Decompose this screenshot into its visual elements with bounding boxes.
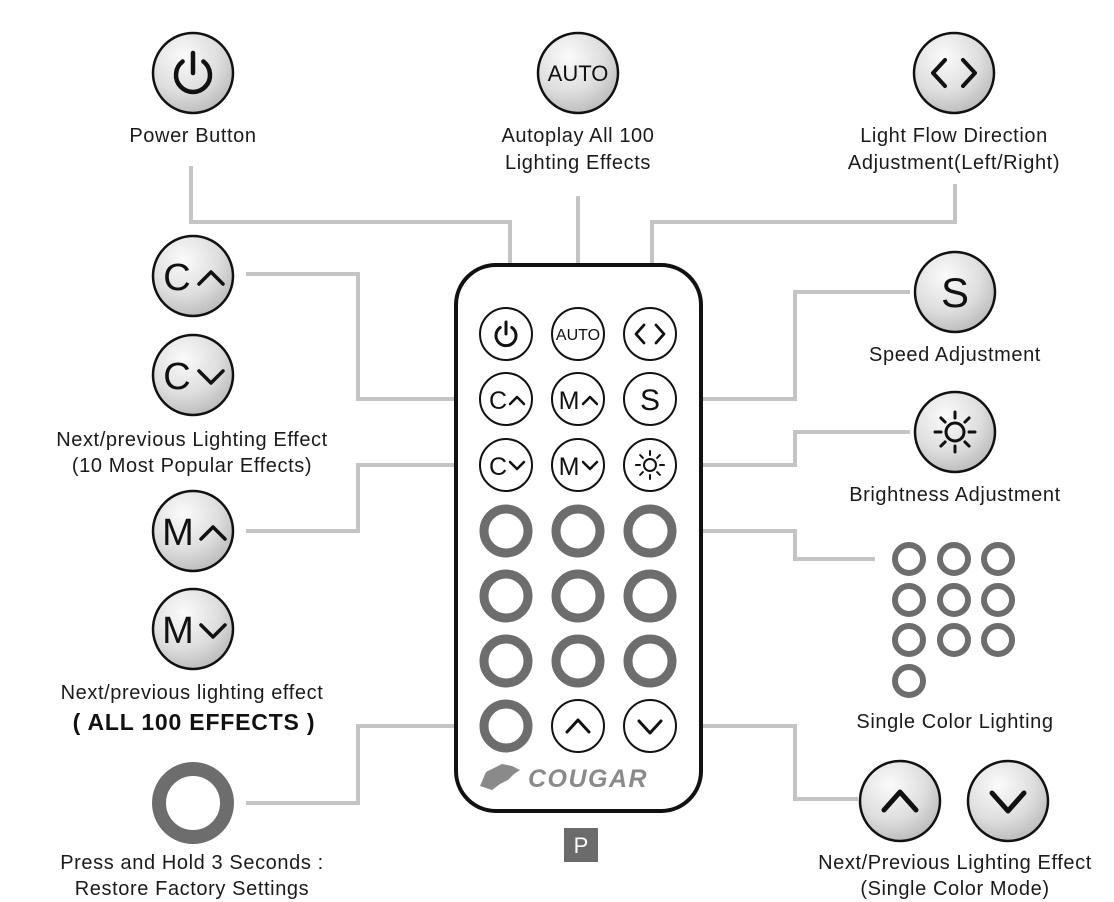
- leader-restore: [246, 724, 475, 805]
- remote-color-ring-button[interactable]: [623, 504, 677, 558]
- chevron-down-icon: [637, 719, 663, 735]
- mode-up-big-button: M: [151, 489, 235, 573]
- chevron-up-icon: [197, 270, 225, 286]
- badge-letter: P: [574, 833, 589, 858]
- label-single-mode-line1: Next/Previous Lighting Effect: [818, 852, 1092, 874]
- left-right-arrows-icon: [931, 58, 977, 88]
- remote-speed-text: S: [640, 384, 660, 417]
- chevron-down-icon: [508, 460, 526, 471]
- remote-color-ring-button[interactable]: [551, 634, 605, 688]
- remote-color-down-text: C: [489, 453, 507, 481]
- chevron-down-icon: [581, 460, 599, 471]
- color-up-big-text: C: [163, 257, 190, 299]
- remote-control: AUTO C M S C: [454, 263, 703, 813]
- label-all-effects-line2: ( ALL 100 EFFECTS ): [73, 709, 316, 735]
- leader-flow: [650, 184, 957, 298]
- remote-color-ring-button[interactable]: [479, 569, 533, 623]
- color-down-big-button: C: [151, 333, 235, 417]
- brightness-big-button: [913, 390, 997, 474]
- leader-speed: [686, 290, 910, 401]
- leader-mode-up: [246, 463, 549, 533]
- remote-color-ring-button[interactable]: [551, 569, 605, 623]
- remote-single-down-button[interactable]: [623, 699, 677, 753]
- remote-color-buttons: [479, 504, 677, 753]
- chevron-up-icon: [565, 718, 591, 734]
- remote-color-ring-button[interactable]: [479, 504, 533, 558]
- speed-big-button: S: [913, 250, 997, 334]
- brand-name: COUGAR: [528, 765, 648, 793]
- mode-down-big-text: M: [162, 610, 194, 652]
- leader-color-up: [246, 272, 475, 401]
- label-popular-line1: Next/previous Lighting Effect: [56, 429, 328, 451]
- label-single-color: Single Color Lighting: [856, 711, 1053, 733]
- restore-big-ring: [152, 762, 234, 844]
- sun-icon: [933, 410, 977, 454]
- auto-big-button: AUTO: [536, 31, 620, 115]
- auto-big-text: AUTO: [548, 61, 609, 86]
- label-speed: Speed Adjustment: [869, 344, 1041, 366]
- leader-single-mode: [686, 724, 858, 801]
- remote-color-ring-button[interactable]: [479, 634, 533, 688]
- chevron-down-icon: [989, 790, 1027, 814]
- leader-power: [189, 166, 512, 298]
- label-autoplay-line2: Lighting Effects: [505, 152, 651, 174]
- single-up-big-button: [858, 759, 942, 843]
- chevron-down-icon: [199, 623, 227, 639]
- color-down-big-text: C: [163, 356, 190, 398]
- label-autoplay-line1: Autoplay All 100: [501, 125, 654, 147]
- corner-badge: P: [564, 828, 598, 862]
- remote-flow-button[interactable]: [623, 307, 677, 361]
- mode-up-big-text: M: [162, 512, 194, 554]
- label-single-mode-line2: (Single Color Mode): [860, 878, 1049, 900]
- remote-color-ring-button[interactable]: [623, 634, 677, 688]
- remote-color-ring-button[interactable]: [623, 569, 677, 623]
- single-color-ring-grid: [892, 542, 1015, 698]
- remote-power-button[interactable]: [479, 307, 533, 361]
- remote-brightness-button[interactable]: [623, 438, 677, 492]
- remote-auto-button[interactable]: AUTO: [551, 307, 605, 361]
- left-right-arrows-icon: [634, 323, 666, 345]
- remote-mode-up-button[interactable]: M: [551, 372, 605, 426]
- label-brightness: Brightness Adjustment: [849, 484, 1061, 506]
- remote-restore-ring-button[interactable]: [479, 699, 533, 753]
- power-icon: [494, 320, 518, 348]
- remote-mode-down-button[interactable]: M: [551, 438, 605, 492]
- leader-brightness: [686, 430, 910, 467]
- label-popular-line2: (10 Most Popular Effects): [72, 455, 312, 477]
- label-power-button: Power Button: [129, 125, 256, 147]
- leader-lines: [189, 166, 957, 805]
- remote-color-up-button[interactable]: C: [479, 372, 533, 426]
- remote-mode-up-text: M: [559, 387, 580, 415]
- cougar-logo: COUGAR: [480, 764, 648, 793]
- remote-auto-text: AUTO: [556, 327, 600, 344]
- flow-big-button: [912, 31, 996, 115]
- label-all-effects-line1: Next/previous lighting effect: [61, 682, 324, 704]
- color-up-big-button: C: [151, 234, 235, 318]
- label-flow-line1: Light Flow Direction: [860, 125, 1048, 147]
- power-big-button: [151, 31, 235, 115]
- chevron-up-icon: [508, 395, 526, 406]
- chevron-down-icon: [197, 369, 225, 385]
- sun-icon: [635, 450, 665, 480]
- mode-down-big-button: M: [151, 587, 235, 671]
- remote-speed-button[interactable]: S: [623, 372, 677, 426]
- single-down-big-button: [966, 759, 1050, 843]
- remote-mode-down-text: M: [559, 453, 580, 481]
- chevron-up-icon: [581, 395, 599, 406]
- chevron-up-icon: [881, 789, 919, 813]
- label-restore-line1: Press and Hold 3 Seconds :: [60, 852, 324, 874]
- remote-color-down-button[interactable]: C: [479, 438, 533, 492]
- label-restore-line2: Restore Factory Settings: [75, 878, 310, 900]
- power-icon: [173, 50, 213, 95]
- leader-single-color: [686, 529, 875, 561]
- chevron-up-icon: [199, 525, 227, 541]
- cougar-head-icon: [480, 764, 520, 790]
- remote-color-up-text: C: [489, 387, 507, 415]
- remote-color-ring-button[interactable]: [551, 504, 605, 558]
- remote-single-up-button[interactable]: [551, 699, 605, 753]
- speed-big-text: S: [941, 269, 969, 316]
- label-flow-line2: Adjustment(Left/Right): [848, 152, 1060, 174]
